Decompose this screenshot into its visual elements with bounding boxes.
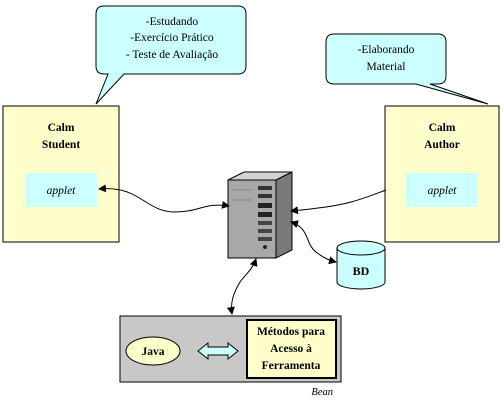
calm-student-title-line1: Calm [48, 122, 75, 134]
author-activities-bubble: -Elaborando Material [325, 33, 489, 105]
calm-author-title-line2: Author [424, 139, 460, 151]
author-server-connector [290, 189, 387, 215]
student-applet-box [25, 173, 97, 207]
database-label: BD [353, 264, 370, 278]
student-server-connector [98, 184, 230, 213]
server-icon [227, 171, 293, 259]
bubble-line-teste: - Teste de Avaliação [126, 49, 219, 61]
bubble-line-material: Material [367, 61, 406, 73]
database-node: BD [336, 240, 386, 290]
methods-line1: Métodos para [257, 326, 325, 338]
server-bean-connector [226, 258, 258, 315]
student-applet-label: applet [47, 185, 77, 197]
methods-box [246, 319, 337, 379]
methods-line3: Ferramenta [262, 360, 321, 372]
author-applet-box [406, 173, 478, 207]
calm-student-node: Calm Student applet [2, 105, 120, 243]
calm-author-node: Calm Author applet [384, 105, 500, 243]
bubble-line-estudando: -Estudando [146, 16, 199, 28]
calm-student-title-line2: Student [42, 139, 81, 151]
java-label: Java [142, 346, 165, 358]
bubble-line-exercicio: -Exercício Prático [130, 32, 214, 44]
calm-author-title-line1: Calm [429, 122, 456, 134]
bean-component: Java Métodos para Acesso à Ferramenta Be… [119, 315, 342, 398]
author-applet-label: applet [428, 185, 458, 197]
methods-line2: Acesso à [270, 343, 312, 355]
bean-caption: Bean [311, 387, 333, 398]
server-database-connector [290, 220, 337, 265]
java-ellipse [125, 336, 181, 366]
student-activities-bubble: -Estudando -Exercício Prático - Teste de… [95, 5, 247, 105]
bubble-line-elaborando: -Elaborando [358, 44, 415, 56]
double-arrow-icon [197, 341, 239, 361]
